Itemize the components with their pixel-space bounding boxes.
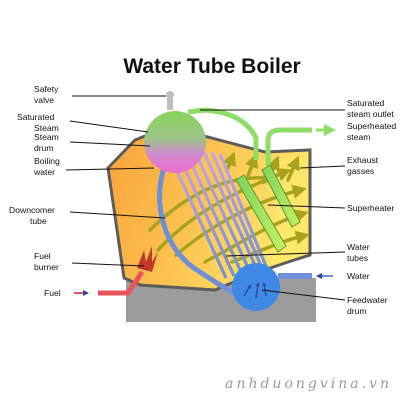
label-downcomer-tube: Downcomer tube: [9, 205, 57, 226]
label-exhaust-gasses: Exhaust gasses: [347, 155, 380, 176]
label-safety-valve: Safety valve: [34, 84, 61, 105]
label-saturated-steam-outlet: Saturated steam outlet: [347, 98, 394, 119]
feedwater-drum: [232, 263, 280, 311]
label-fuel-burner: Fuel burner: [34, 251, 59, 272]
label-saturated-steam: Saturated Steam: [17, 112, 59, 133]
watermark: anhduongvina.vn: [225, 376, 392, 392]
diagram-title: Water Tube Boiler: [123, 55, 300, 78]
label-feedwater-drum: Feedwater drum: [347, 295, 390, 316]
label-water-tubes: Water tubes: [347, 242, 372, 263]
safety-valve: [166, 91, 174, 110]
leader-lines: [65, 95, 346, 301]
water-tubes: [170, 151, 272, 279]
superheated-steam-pipe: [265, 127, 312, 165]
label-boiling-water: Boiling water: [33, 156, 62, 177]
steam-drum: [144, 111, 206, 173]
fuel-pipe: [98, 270, 145, 296]
label-superheated-steam: Superheated steam: [347, 121, 399, 142]
label-superheater: Superheater: [347, 203, 394, 213]
superheater: [235, 164, 301, 253]
label-steam-drum: Steam drum: [34, 132, 61, 153]
downcomer-tube: [157, 164, 240, 298]
label-water: Water: [347, 271, 370, 281]
label-fuel: Fuel: [44, 288, 61, 298]
